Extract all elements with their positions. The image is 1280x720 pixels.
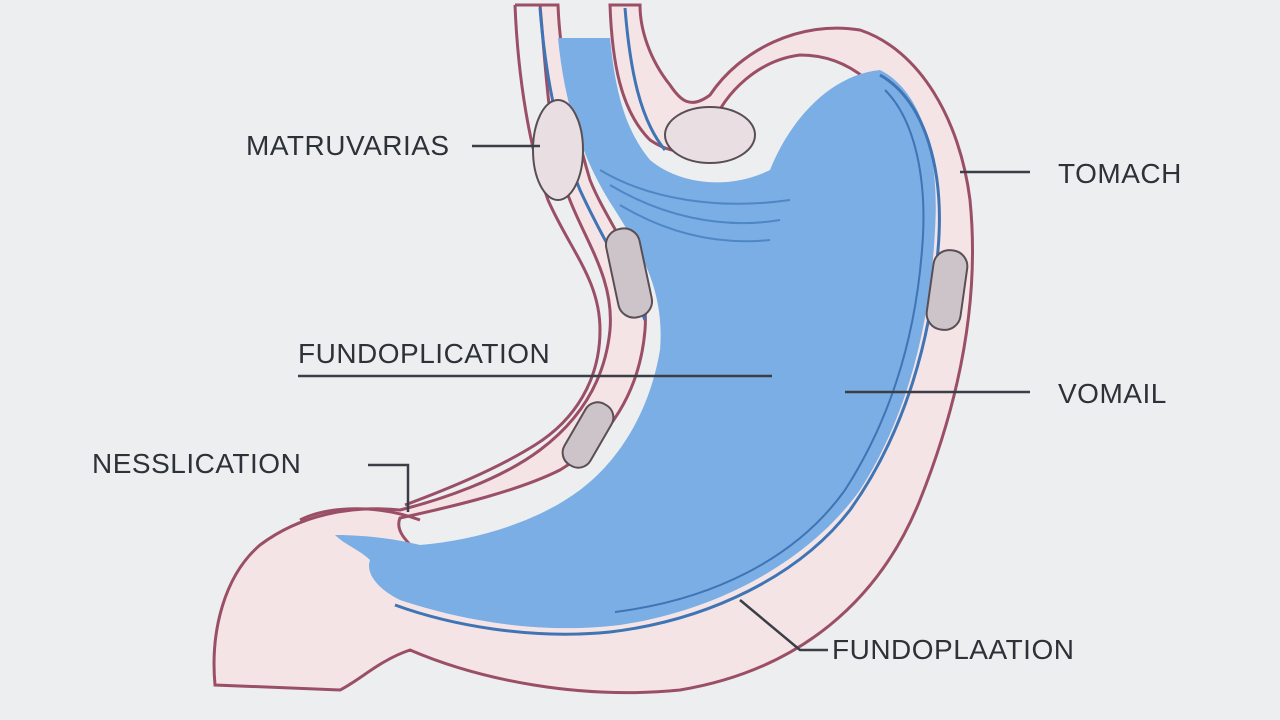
muscle-node-1: [604, 227, 654, 319]
wrap-fold-3: [619, 204, 771, 243]
muscle-node-2: [925, 249, 969, 331]
duodenum-lip: [299, 507, 421, 522]
stomach-outer-wall: [212, 3, 975, 695]
label-maturvarias: MATRUVARIAS: [246, 130, 450, 161]
label-fundoplaation: FUNDOPLAATION: [832, 634, 1075, 665]
label-stomach: TOMACH: [1058, 158, 1182, 189]
gastric-lining-line-2: [614, 89, 925, 613]
leader-line-nesslication: [368, 463, 410, 512]
esophagus-left-wall: [404, 4, 602, 507]
label-nesslication: NESSLICATION: [92, 448, 302, 479]
tissue-cluster-left: [532, 99, 584, 201]
stomach-lumen: [335, 38, 936, 629]
wrap-fold-1: [599, 169, 791, 205]
gastric-lining-line: [394, 73, 941, 636]
esophagus-lumen-line-2: [623, 7, 667, 151]
label-vomail: VOMAIL: [1058, 378, 1167, 409]
leader-line-fundoplaation: [739, 599, 828, 652]
label-fundoplication-main: FUNDOPLICATION: [298, 338, 551, 369]
wrap-fold-2: [609, 184, 781, 225]
muscle-node-3: [561, 401, 615, 469]
tissue-cluster-top: [664, 106, 756, 164]
